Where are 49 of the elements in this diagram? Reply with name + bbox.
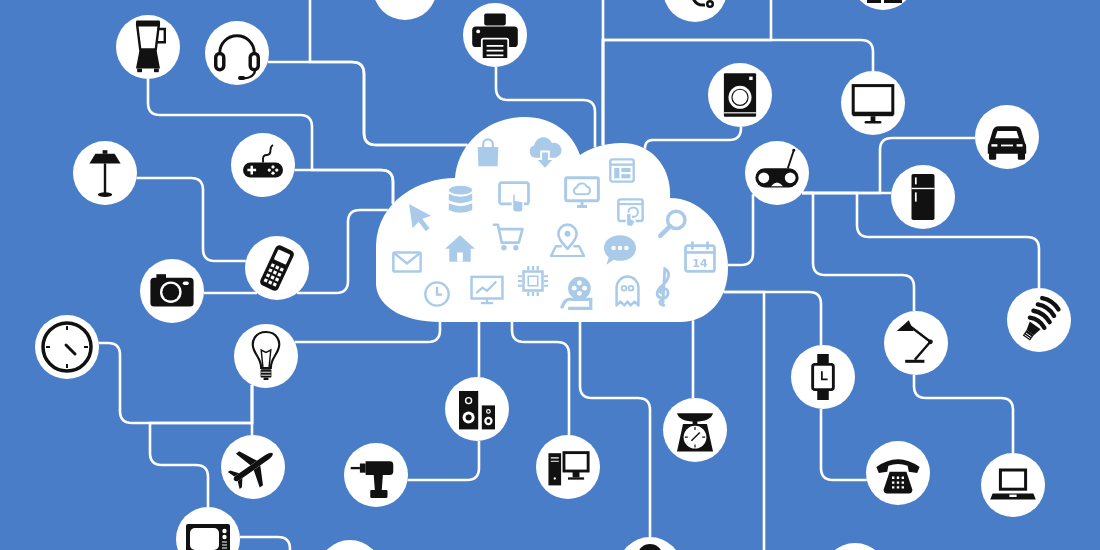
speakers-icon xyxy=(445,377,509,441)
mobile-phone-icon xyxy=(245,236,309,300)
airplane-icon xyxy=(221,435,285,499)
connector-line xyxy=(203,291,258,295)
blender-icon xyxy=(116,15,180,79)
connector-line xyxy=(477,322,481,378)
telephone-icon xyxy=(866,441,930,505)
connector-line xyxy=(296,208,388,295)
connector-line xyxy=(294,168,395,204)
device-icon xyxy=(663,0,727,22)
monitor-icon xyxy=(841,71,905,135)
connector-line xyxy=(578,322,652,537)
fridge-icon xyxy=(891,165,955,229)
desk-lamp-icon xyxy=(884,311,948,375)
retro-tv-icon xyxy=(176,507,240,550)
connector-line xyxy=(494,66,597,148)
desktop-computer-icon xyxy=(536,435,600,499)
camera-icon xyxy=(140,259,204,323)
floor-lamp-icon xyxy=(73,141,137,205)
calendar-date: 14 xyxy=(692,257,708,269)
connector-line xyxy=(510,322,571,436)
laptop-icon xyxy=(981,453,1045,517)
headset-icon xyxy=(205,21,269,85)
connector-line xyxy=(407,440,481,482)
connector-line xyxy=(294,322,442,344)
wall-clock-icon xyxy=(35,315,99,379)
gamepad-icon xyxy=(231,133,295,197)
washing-machine-icon xyxy=(708,63,772,127)
connector-line xyxy=(239,535,292,550)
connector-line xyxy=(691,320,695,399)
boombox-icon xyxy=(745,141,809,205)
connector-line xyxy=(723,290,766,550)
drill-icon xyxy=(344,443,408,507)
kitchen-scale-icon xyxy=(663,398,727,462)
connector-line xyxy=(601,0,773,146)
printer-icon xyxy=(463,3,527,67)
wristwatch-icon xyxy=(791,345,855,409)
spiral-bulb-icon xyxy=(1007,288,1071,352)
connector-line xyxy=(727,194,755,267)
cloud-shape xyxy=(376,117,728,322)
connector-line xyxy=(912,374,1015,453)
car-icon xyxy=(975,105,1039,169)
connector-line xyxy=(801,191,1041,288)
connector-line xyxy=(148,384,254,507)
connector-line xyxy=(136,176,246,263)
connector-line xyxy=(819,408,867,482)
connector-line xyxy=(643,126,743,150)
light-bulb-icon xyxy=(234,324,298,388)
connector-line xyxy=(308,0,468,147)
